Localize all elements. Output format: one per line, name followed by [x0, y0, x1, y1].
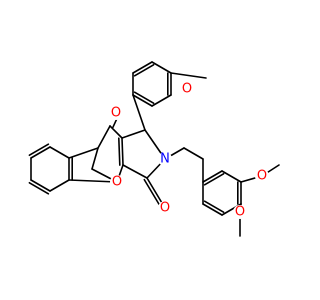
atom-label-o-ketone-bottom: O — [160, 201, 170, 216]
double-bond-c2-c3 — [118, 137, 121, 166]
atom-o-ketone-top: O — [109, 106, 123, 121]
bond-c1-c2 — [121, 129, 146, 139]
bond-d2-d3 — [221, 170, 242, 183]
bond-b6-c1 — [132, 94, 146, 131]
double-bond-d1-d2 — [203, 172, 225, 186]
bond-b1-b2 — [132, 61, 153, 74]
atom-label-n-ring: N — [160, 152, 170, 167]
atom-o-methoxy-right-lower: O — [233, 205, 247, 220]
bond-e1-e2 — [183, 147, 204, 160]
bond-a6-cp1 — [68, 147, 99, 159]
atom-n-ring: N — [158, 152, 172, 167]
bond-a3-a4 — [30, 179, 51, 192]
bond-a6-a1 — [49, 146, 70, 159]
bond-b3-me1 — [170, 72, 207, 79]
bond-cp1-cp2 — [91, 147, 99, 170]
molecule-structure-diagram: O O N O O O O — [28, 61, 280, 237]
atom-o-pyran: O — [110, 175, 124, 190]
bond-c3-c4 — [122, 164, 148, 179]
bond-a1-a2 — [30, 146, 51, 159]
atom-label-o-methoxy-right-lower: O — [235, 205, 245, 220]
atom-o-methoxy-right-upper: O — [255, 169, 269, 184]
atom-label-o-methoxy-top: O — [182, 82, 192, 97]
double-bond-b5-b6 — [133, 91, 155, 105]
bond-c2-ck — [109, 125, 123, 139]
double-bond-d5-d6 — [203, 200, 225, 214]
atom-label-o-ketone-top: O — [111, 106, 121, 121]
bond-d1-d2 — [202, 170, 223, 183]
atom-label-o-pyran: O — [112, 175, 122, 190]
atom-label-o-methoxy-right-upper: O — [257, 169, 267, 184]
atom-o-methoxy-top: O — [180, 82, 194, 97]
atom-o-ketone-bottom: O — [158, 201, 172, 216]
bond-a5-op — [68, 179, 118, 183]
bond-b4-b5 — [151, 94, 172, 107]
bond-ck-cp1 — [97, 125, 111, 149]
atom-label-layer: O O N O O O O — [109, 82, 269, 220]
double-bond-a3-a4 — [28, 181, 50, 195]
bond-d5-d6 — [202, 203, 223, 216]
bond-a4-a5 — [49, 179, 70, 192]
bond-b5-b6 — [132, 94, 153, 107]
bond-b2-b3 — [151, 61, 172, 74]
double-bond-a1-a2 — [28, 143, 50, 157]
bond-c2-c3 — [121, 137, 124, 166]
double-bond-b1-b2 — [133, 63, 155, 77]
